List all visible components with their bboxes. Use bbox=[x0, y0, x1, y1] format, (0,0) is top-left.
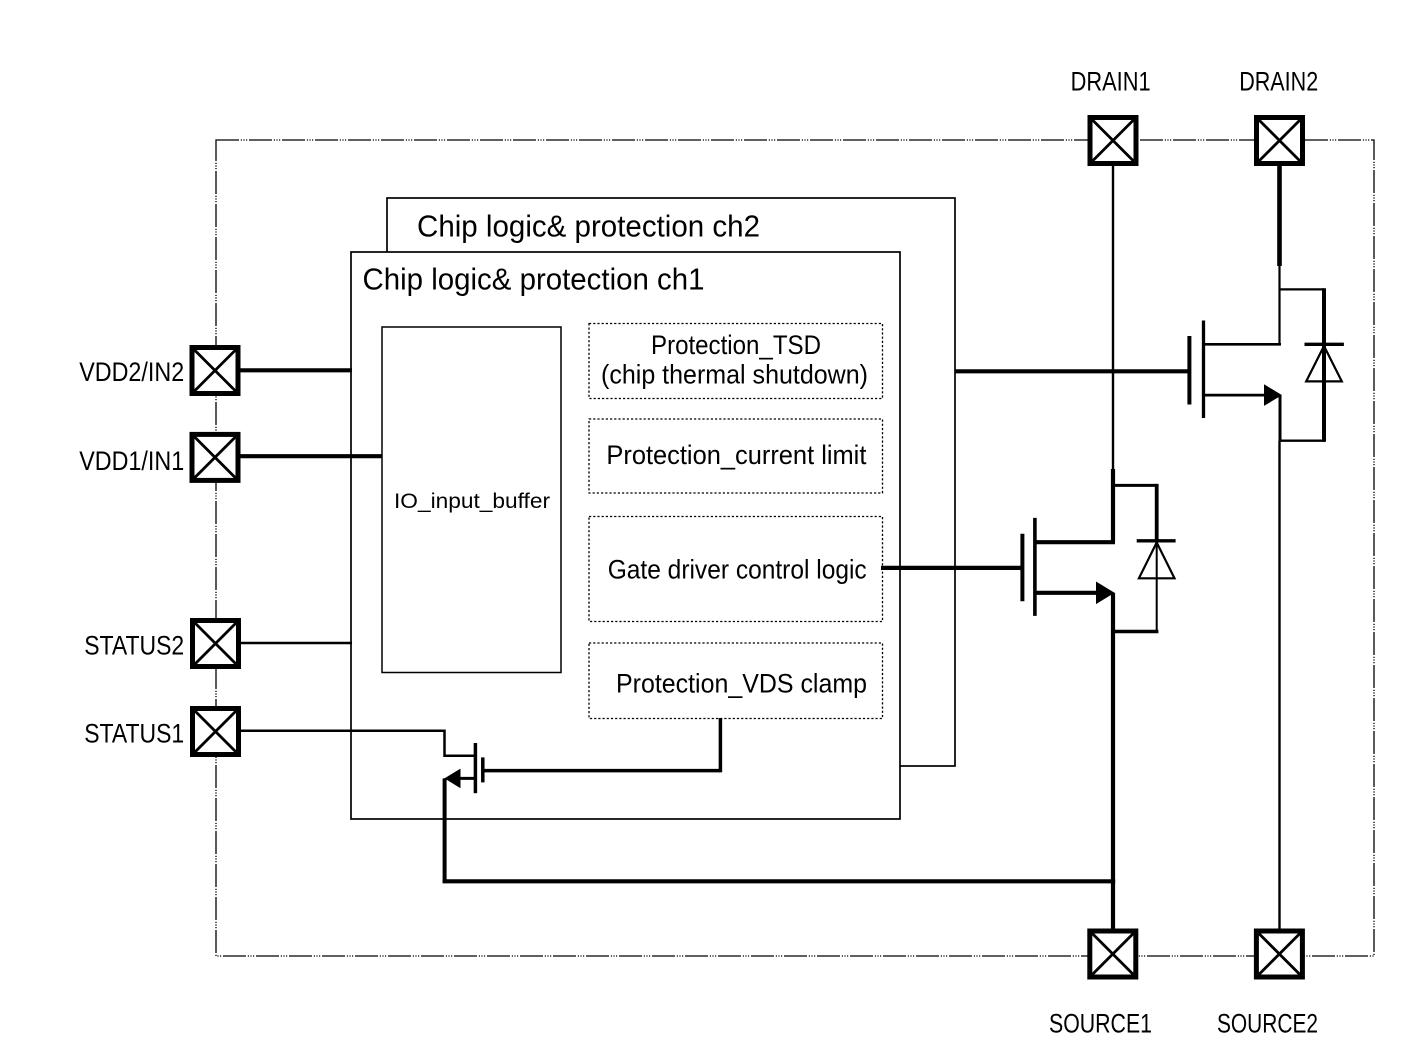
svg-text:SOURCE2: SOURCE2 bbox=[1217, 1009, 1318, 1039]
svg-text:VDD2/IN2: VDD2/IN2 bbox=[79, 357, 184, 387]
svg-text:Gate driver control logic: Gate driver control logic bbox=[608, 555, 867, 585]
svg-text:Protection_TSD: Protection_TSD bbox=[651, 330, 821, 360]
svg-text:STATUS1: STATUS1 bbox=[84, 718, 184, 748]
svg-text:Chip logic& protection ch2: Chip logic& protection ch2 bbox=[417, 209, 760, 244]
svg-text:SOURCE1: SOURCE1 bbox=[1049, 1009, 1152, 1039]
svg-text:IO_input_buffer: IO_input_buffer bbox=[394, 489, 550, 513]
svg-text:(chip thermal shutdown): (chip thermal shutdown) bbox=[601, 360, 868, 390]
svg-text:Protection_VDS clamp: Protection_VDS clamp bbox=[616, 669, 867, 699]
svg-text:Protection_current limit: Protection_current limit bbox=[606, 440, 866, 470]
svg-text:VDD1/IN1: VDD1/IN1 bbox=[79, 446, 184, 476]
svg-text:Chip logic& protection ch1: Chip logic& protection ch1 bbox=[363, 261, 705, 296]
svg-text:STATUS2: STATUS2 bbox=[84, 631, 184, 661]
svg-text:DRAIN1: DRAIN1 bbox=[1071, 67, 1151, 97]
svg-text:DRAIN2: DRAIN2 bbox=[1239, 67, 1318, 97]
